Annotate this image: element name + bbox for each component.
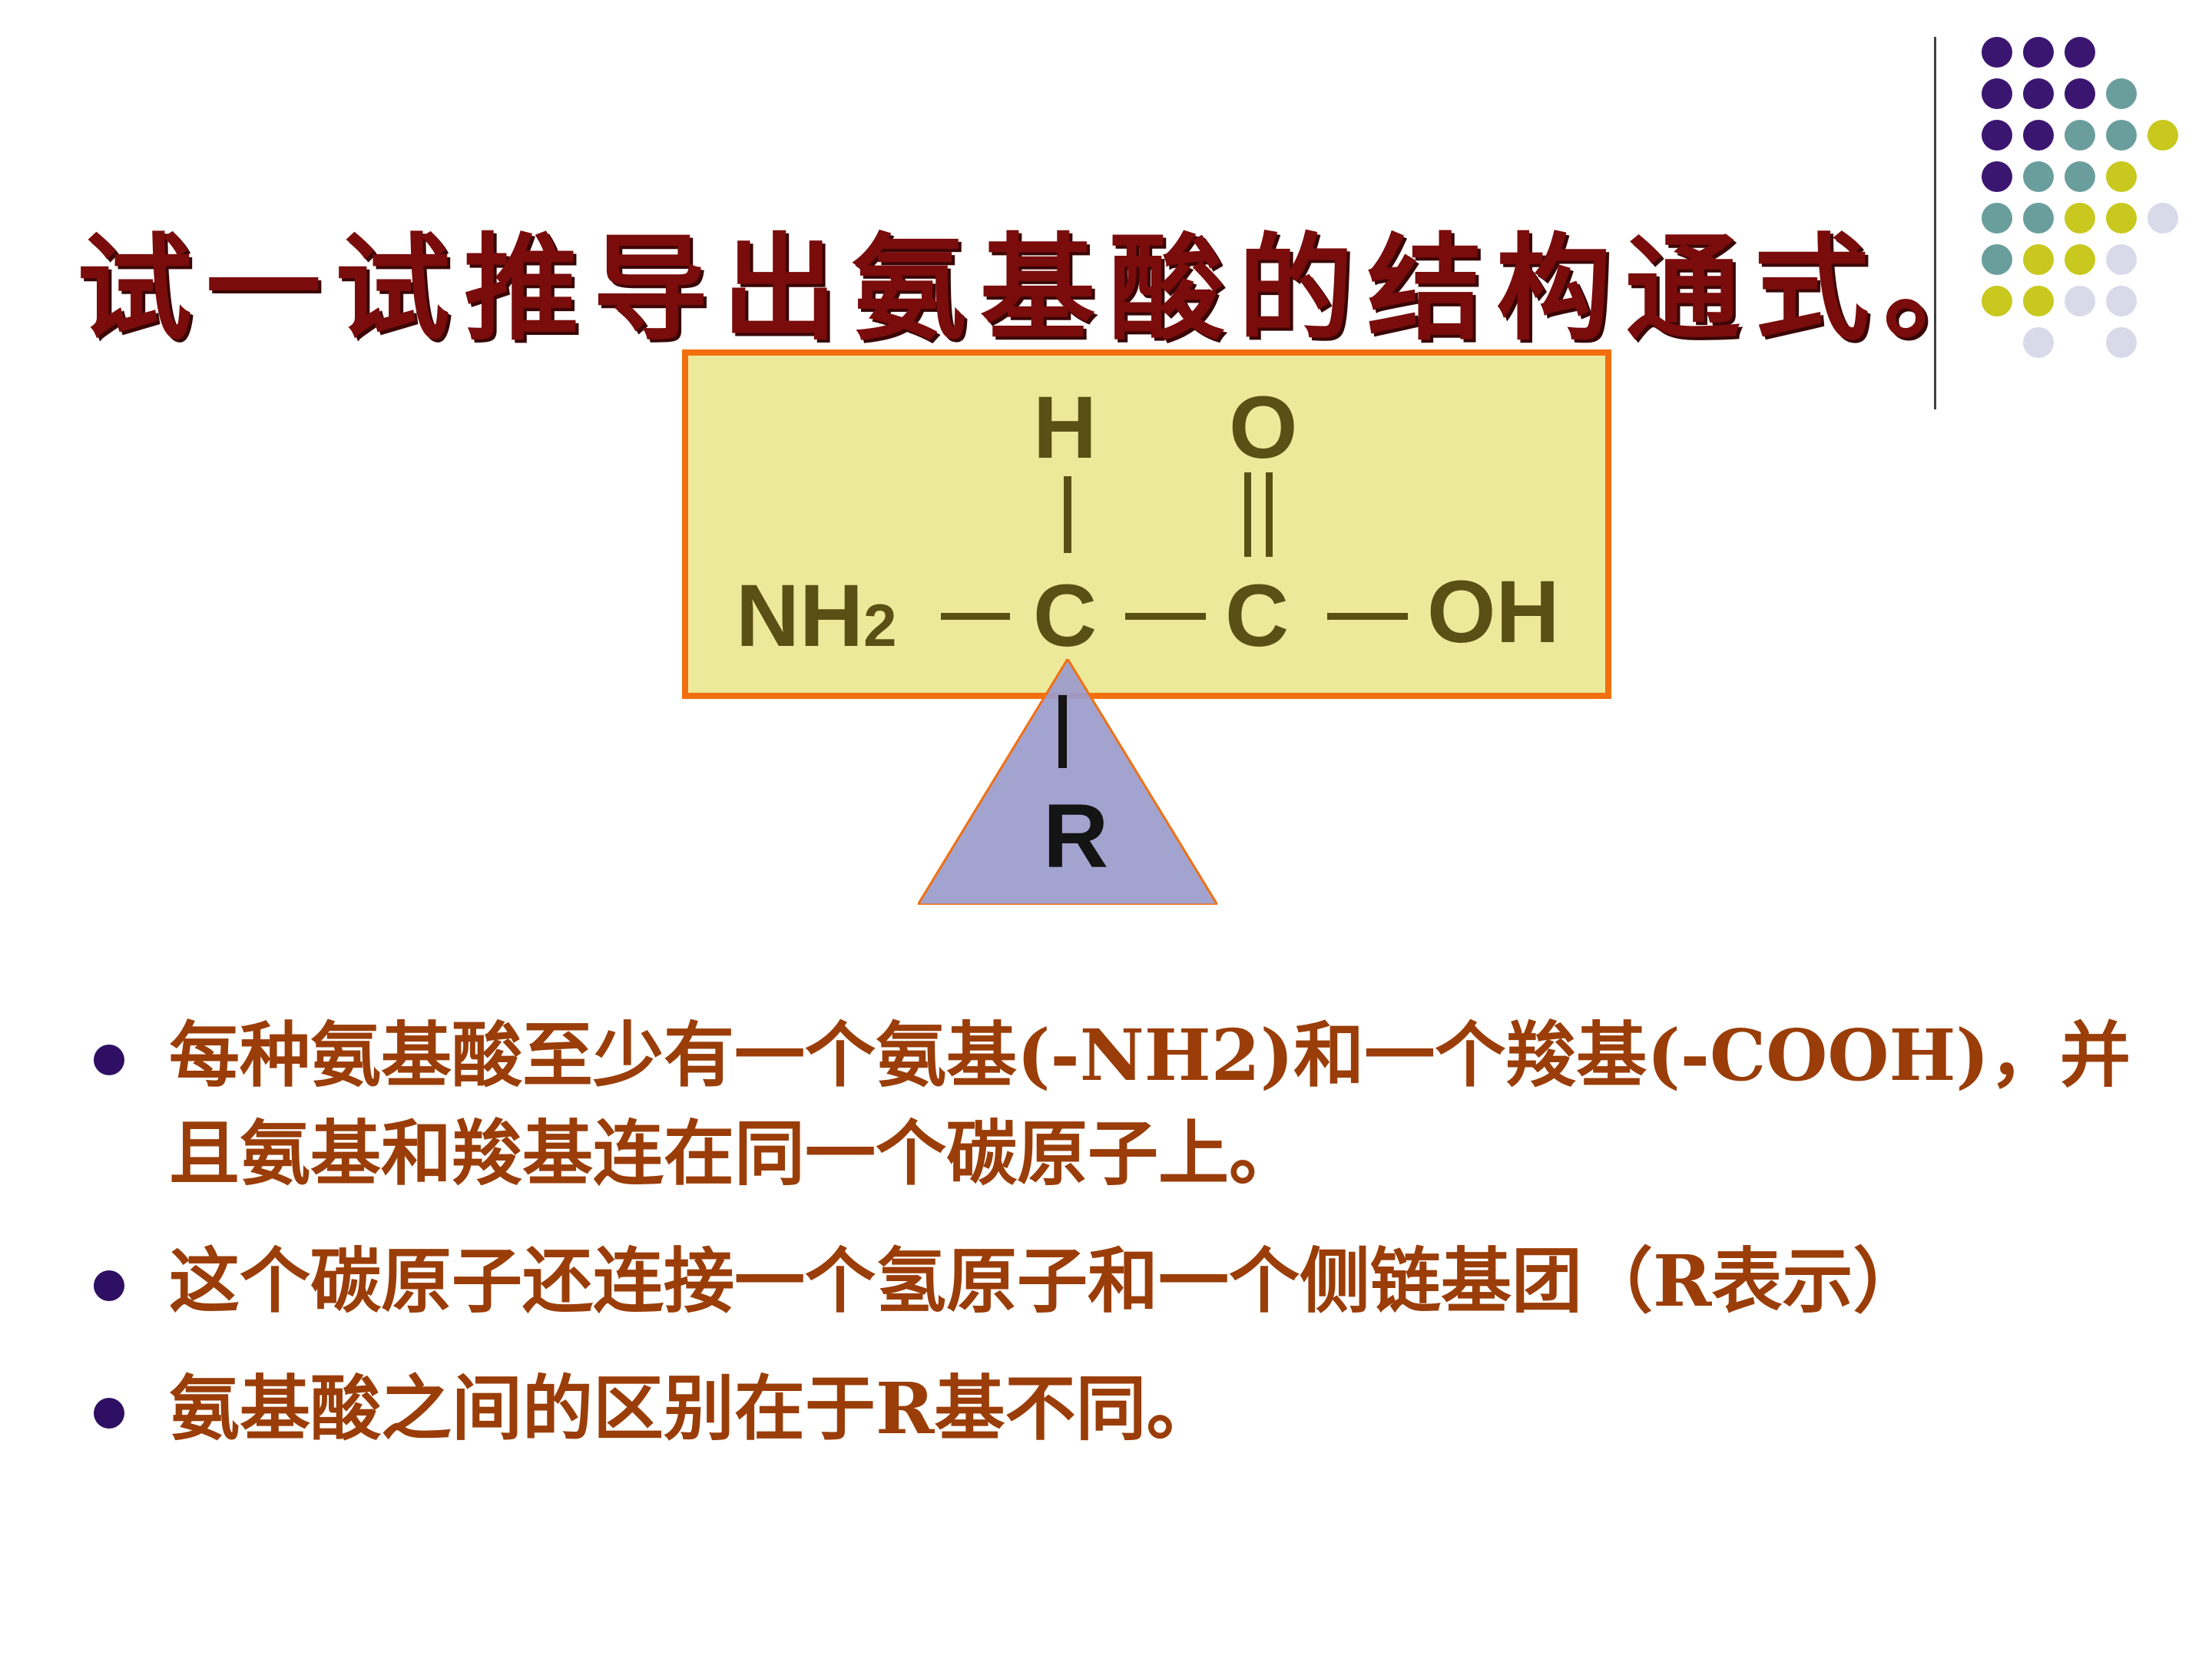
decorative-dot bbox=[1982, 161, 2012, 192]
bullet-item: 氨基酸之间的区别在于R基不同。 bbox=[84, 1359, 2158, 1458]
decorative-dot bbox=[2065, 286, 2095, 316]
bullet-text: 这个碳原子还连接一个氢原子和一个侧链基团（R表示） bbox=[169, 1240, 1924, 1323]
oxygen-atom-double-bond: O bbox=[1229, 379, 1298, 477]
hydroxyl-group: OH bbox=[1427, 563, 1560, 661]
decorative-dot bbox=[2106, 244, 2137, 275]
bullet-item: 每种氨基酸至少有一个氨基(-NH2)和一个羧基(-COOH)，并且氨基和羧基连在… bbox=[84, 1006, 2158, 1203]
decorative-dot bbox=[1982, 37, 2012, 68]
r-group-triangle bbox=[918, 659, 1217, 905]
decorative-dot-grid bbox=[0, 0, 2212, 461]
bullet-marker-icon bbox=[94, 1398, 124, 1429]
decorative-dot bbox=[2065, 203, 2095, 233]
c-c-bond bbox=[1125, 613, 1206, 620]
decorative-dot bbox=[2023, 161, 2054, 192]
decorative-dot bbox=[2023, 286, 2054, 316]
c-oh-bond bbox=[1327, 613, 1408, 620]
bullet-list: 每种氨基酸至少有一个氨基(-NH2)和一个羧基(-COOH)，并且氨基和羧基连在… bbox=[84, 1006, 2158, 1487]
c-r-bond bbox=[1058, 695, 1067, 768]
decorative-divider-line bbox=[1934, 37, 1936, 409]
decorative-dot bbox=[2023, 120, 2054, 151]
c-o-double-bond-right bbox=[1266, 472, 1273, 557]
amino-group-subscript: 2 bbox=[863, 591, 897, 659]
decorative-dot bbox=[2106, 286, 2137, 316]
decorative-dot bbox=[1982, 244, 2012, 275]
decorative-dot bbox=[1982, 286, 2012, 316]
amino-group-nh: NH bbox=[736, 567, 864, 665]
bullet-text: 每种氨基酸至少有一个氨基(-NH2)和一个羧基(-COOH)，并且氨基和羧基连在… bbox=[169, 1014, 2131, 1195]
slide-title: 试一试推导出氨基酸的结构通式。 bbox=[77, 221, 2013, 356]
decorative-dot bbox=[2147, 120, 2178, 151]
r-group-triangle-shape bbox=[918, 659, 1217, 905]
decorative-dot bbox=[1982, 78, 2012, 109]
r-group-label: R bbox=[1043, 786, 1109, 887]
amino-group: NH2 bbox=[736, 572, 897, 661]
formula-highlight-box bbox=[682, 349, 1611, 699]
carboxyl-carbon: C bbox=[1225, 567, 1290, 665]
decorative-dot bbox=[2023, 37, 2054, 68]
decorative-dot bbox=[2106, 327, 2137, 358]
decorative-dot bbox=[1982, 203, 2012, 233]
decorative-dot bbox=[2106, 78, 2137, 109]
decorative-dot bbox=[2106, 161, 2137, 192]
c-o-double-bond-left bbox=[1244, 472, 1251, 557]
decorative-dot bbox=[2023, 244, 2054, 275]
decorative-dot bbox=[2106, 120, 2137, 151]
bullet-marker-icon bbox=[94, 1045, 124, 1075]
decorative-dot bbox=[1982, 120, 2012, 151]
decorative-dot bbox=[2147, 203, 2178, 233]
decorative-dot bbox=[2106, 203, 2137, 233]
hydrogen-atom: H bbox=[1033, 379, 1098, 477]
decorative-dot bbox=[2023, 327, 2054, 358]
alpha-carbon: C bbox=[1033, 567, 1098, 665]
decorative-dot bbox=[2023, 203, 2054, 233]
decorative-dot bbox=[2065, 244, 2095, 275]
bullet-text: 氨基酸之间的区别在于R基不同。 bbox=[169, 1367, 1217, 1450]
decorative-dot bbox=[2065, 161, 2095, 192]
bullet-item: 这个碳原子还连接一个氢原子和一个侧链基团（R表示） bbox=[84, 1232, 2158, 1330]
decorative-dot bbox=[2065, 37, 2095, 68]
decorative-dot bbox=[2065, 78, 2095, 109]
decorative-dot bbox=[2065, 120, 2095, 151]
c-h-bond bbox=[1064, 476, 1071, 553]
bullet-marker-icon bbox=[94, 1270, 124, 1301]
decorative-dot bbox=[2023, 78, 2054, 109]
n-c-bond bbox=[941, 613, 1010, 620]
